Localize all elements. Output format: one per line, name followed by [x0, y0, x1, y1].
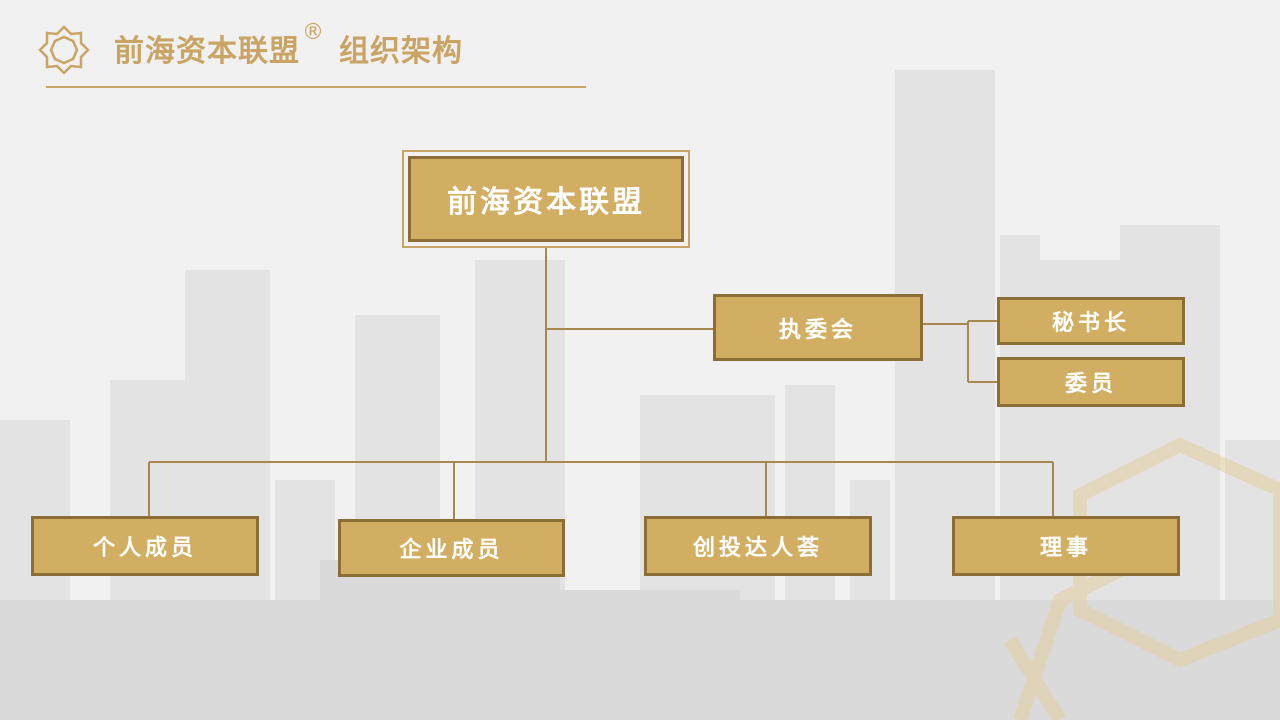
registered-mark: ® [302, 20, 325, 45]
venture-talent-club-node: 创投达人荟 [644, 516, 872, 576]
star-polygon-logo-icon [38, 25, 90, 75]
title-sub: 组织架构 [339, 34, 463, 69]
title-main: 前海资本联盟 [114, 34, 300, 69]
committee-member-node: 委员 [997, 357, 1185, 407]
header-divider [46, 86, 586, 88]
individual-members-node: 个人成员 [31, 516, 259, 576]
root-node-frame [402, 150, 690, 248]
page-title: 前海资本联盟 ® 组织架构 [114, 20, 463, 70]
enterprise-members-node: 企业成员 [338, 519, 565, 577]
root-node: 前海资本联盟 [408, 156, 684, 242]
directors-node: 理事 [952, 516, 1180, 576]
secretary-general-node: 秘书长 [997, 297, 1185, 345]
executive-committee-node: 执委会 [713, 294, 923, 361]
